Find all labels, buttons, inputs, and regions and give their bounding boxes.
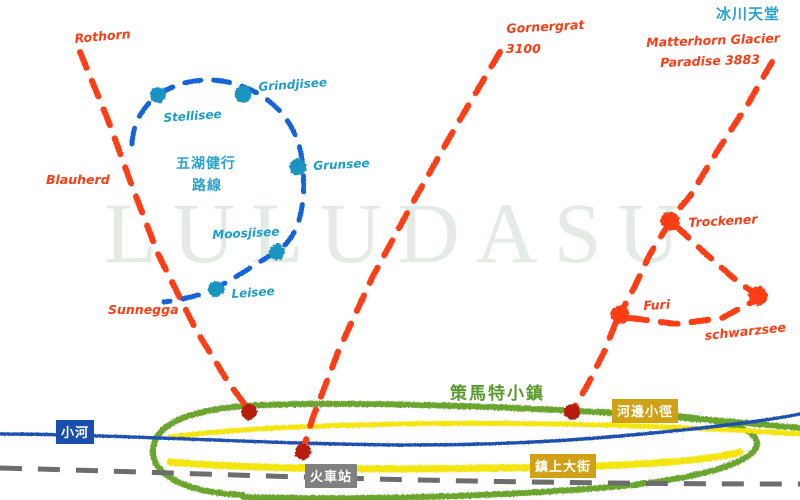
sunnegga-terminus-dot[interactable]	[241, 404, 257, 420]
blue-river	[0, 412, 800, 447]
furi-town-route	[570, 319, 619, 413]
label-glacier-paradise-cjk: 冰川天堂	[716, 5, 781, 23]
yellow-streets	[166, 420, 800, 473]
stellisee-dot[interactable]	[150, 87, 166, 103]
label-grunsee: Grunsee	[312, 156, 370, 173]
glacier-terminus-dot[interactable]	[564, 404, 580, 420]
label-gornergrat-3100-line2: 3100	[506, 41, 541, 56]
gray-dashed-rail	[0, 465, 800, 487]
grindjisee-dot[interactable]	[234, 85, 252, 103]
leisee-dot[interactable]	[208, 281, 224, 297]
glacier-paradise-route	[667, 59, 775, 223]
badge-riverside-path[interactable]: 河邊小徑	[612, 399, 679, 423]
trockener-schwarzsee-route	[673, 223, 759, 297]
furi-schwarzsee-route	[627, 299, 755, 328]
label-blauherd: Blauherd	[46, 172, 110, 187]
grunsee-dot[interactable]	[289, 158, 307, 176]
furi-dot[interactable]	[610, 305, 630, 325]
moosjisee-dot[interactable]	[269, 244, 285, 260]
label-five-lakes-trail-line1: 五湖健行	[176, 156, 236, 172]
gornergrat-terminus-dot[interactable]	[295, 444, 311, 460]
badge-small-river[interactable]: 小河	[56, 420, 95, 444]
badge-main-street[interactable]: 鎮上大街	[530, 454, 597, 478]
label-furi: Furi	[642, 296, 671, 313]
trockener-dot[interactable]	[660, 211, 680, 231]
trockener-furi-route	[617, 219, 673, 317]
station-markers-layer	[150, 85, 768, 460]
rothorn-sunnegga-route	[77, 49, 252, 413]
label-zermatt-town: 策馬特小鎮	[450, 384, 545, 404]
town-green-loop	[150, 400, 800, 500]
gornergrat-route	[300, 49, 503, 453]
label-sunnegga: Sunnegga	[108, 302, 179, 317]
label-five-lakes-trail-line2: 路線	[192, 178, 222, 194]
schwarzsee-dot[interactable]	[748, 286, 768, 306]
watermark-text: LULUDASU	[104, 185, 695, 281]
badge-train-station[interactable]: 火車站	[305, 464, 358, 488]
